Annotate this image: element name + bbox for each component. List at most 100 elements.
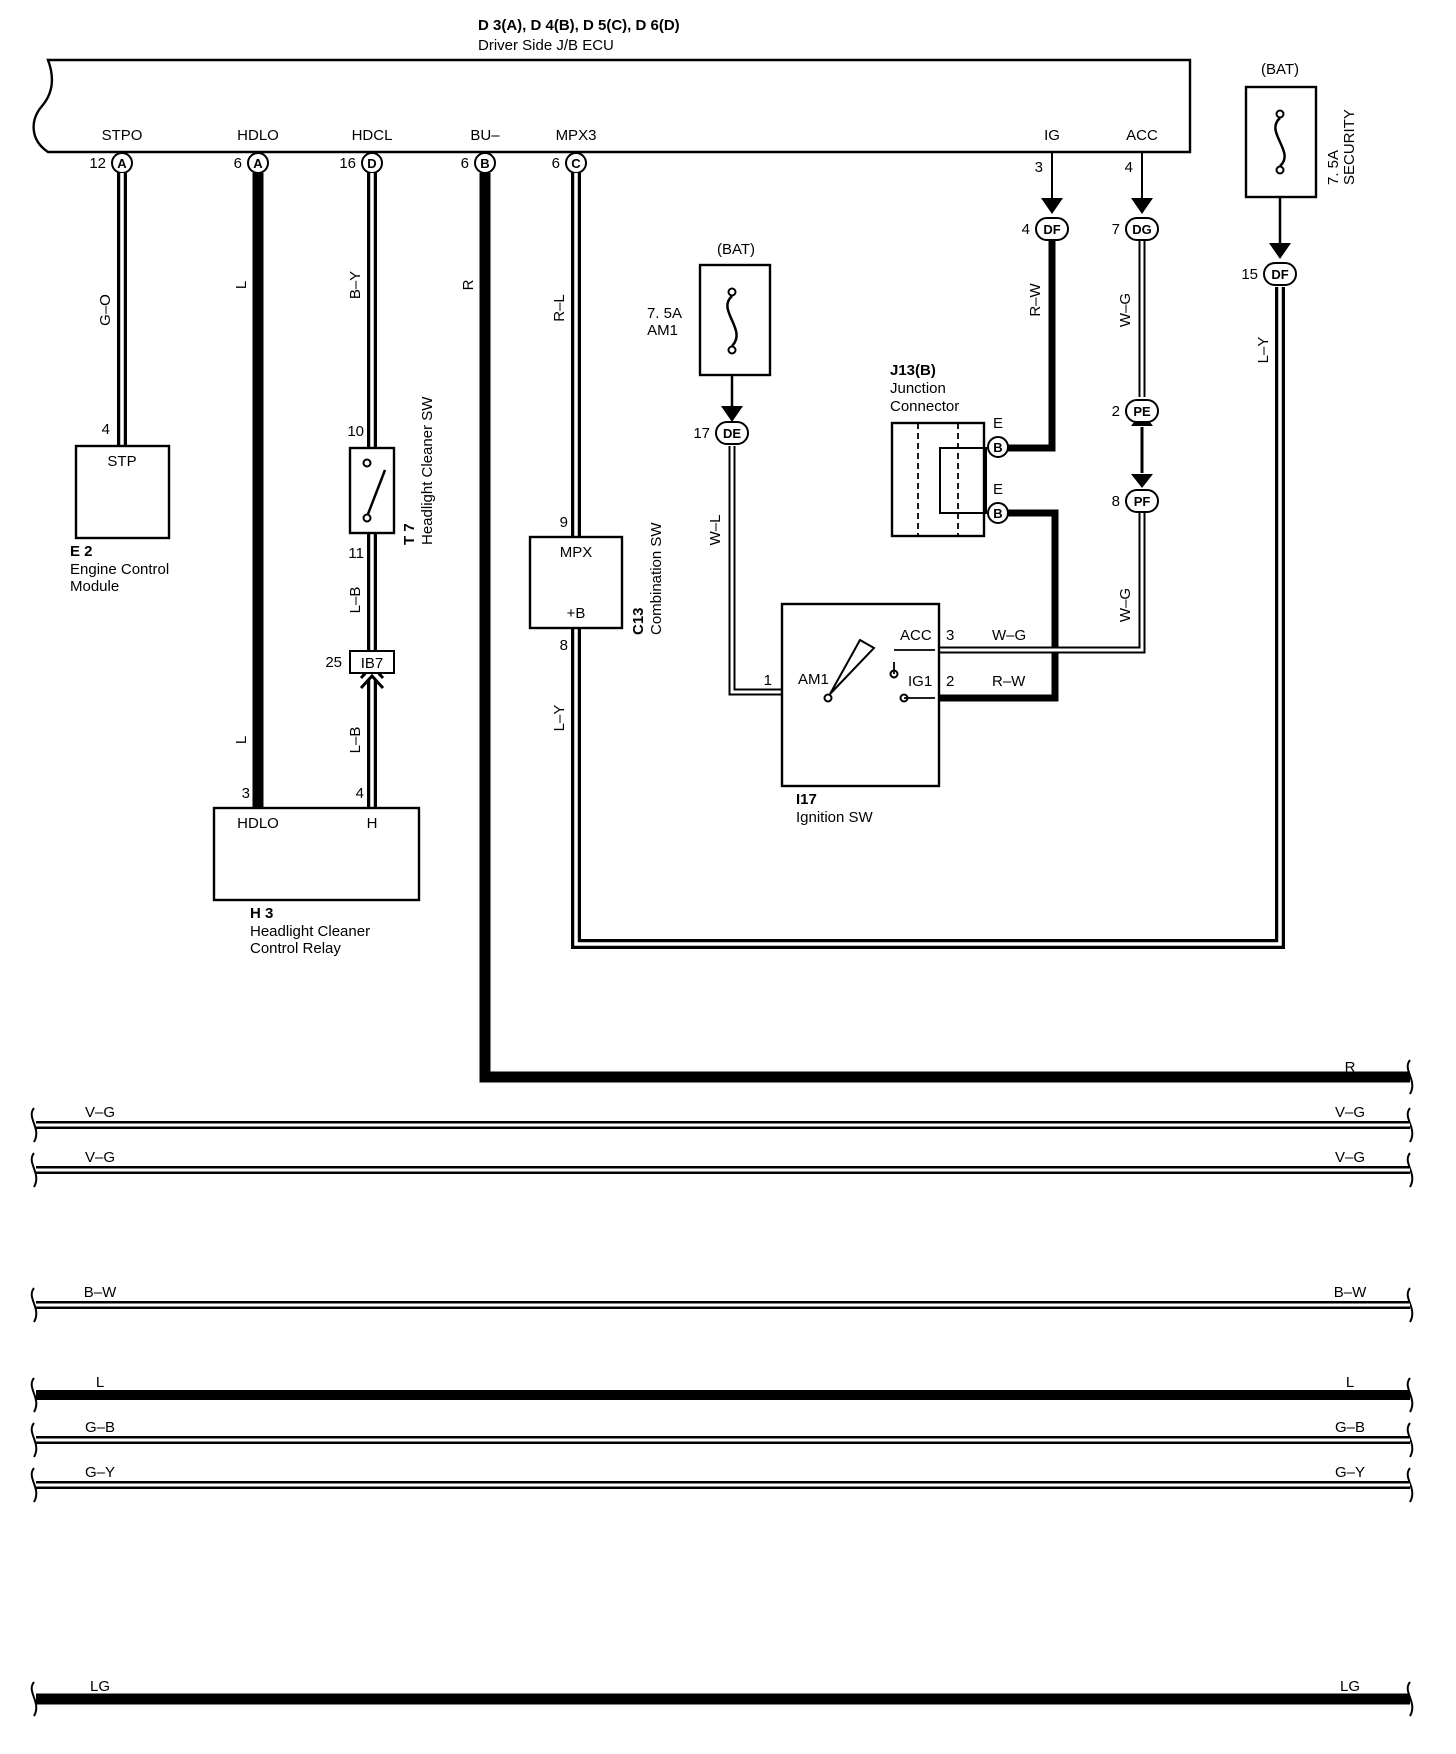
i17-pin-am1: 1	[764, 672, 772, 689]
connector-pf: PF 8	[1112, 489, 1159, 513]
h3-name-1: Headlight Cleaner	[250, 923, 370, 940]
ecu-title: D 3(A), D 4(B), D 5(C), D 6(D)	[478, 17, 680, 34]
wire-label-hdcl: B–Y	[347, 271, 364, 299]
bus-bw: B–W B–W	[30, 1284, 1414, 1323]
connector-pf-pin: 8	[1112, 493, 1120, 510]
pin-hdcl: D 16	[339, 152, 383, 174]
component-i17: AM1 ACC IG1 1 3 2 I17 Ignition SW	[764, 602, 954, 826]
fuse-am1: (BAT) 7. 5A AM1	[647, 241, 772, 377]
j13-code: J13(B)	[890, 362, 936, 379]
fuse-security-rating: 7. 5A	[1325, 150, 1342, 185]
wire-label-bu: R	[460, 279, 477, 290]
h3-terminal-2: H	[367, 815, 378, 832]
c13-pin-2: 8	[560, 637, 568, 654]
i17-code: I17	[796, 791, 817, 808]
e2-code: E 2	[70, 543, 93, 560]
bus-l-right: L	[1346, 1374, 1354, 1391]
pin-stpo-connector: A	[117, 156, 127, 171]
connector-de-label: DE	[723, 426, 741, 441]
c13-terminal-2: +B	[567, 605, 586, 622]
j13-name-2: Connector	[890, 398, 959, 415]
bus-vg-2-left: V–G	[85, 1149, 115, 1166]
wire-label-ign-ig1: R–W	[992, 673, 1026, 690]
terminal-hdlo: HDLO	[237, 127, 279, 144]
connector-df-ig-label: DF	[1043, 222, 1060, 237]
connector-ib7: IB7 25	[325, 650, 395, 674]
connector-df-sec-pin: 15	[1241, 266, 1258, 283]
pin-bu-number: 6	[461, 155, 469, 172]
bus-gb-right: G–B	[1335, 1419, 1365, 1436]
connector-pe: PE 2	[1112, 399, 1159, 423]
terminal-mpx3: MPX3	[556, 127, 597, 144]
terminal-stpo: STPO	[102, 127, 143, 144]
ecu-name: Driver Side J/B ECU	[478, 37, 614, 54]
bus-vg-1-left: V–G	[85, 1104, 115, 1121]
bus-lg: LG LG	[30, 1678, 1414, 1717]
wire-bu	[479, 173, 1410, 1083]
bus-gb: G–B G–B	[30, 1419, 1414, 1458]
i17-terminal-acc: ACC	[900, 627, 932, 644]
bus-r: R	[1345, 1059, 1414, 1095]
connector-pe-pin: 2	[1112, 403, 1120, 420]
connector-df-ig: DF 4	[1022, 217, 1069, 241]
h3-terminal-1: HDLO	[237, 815, 279, 832]
pin-bu: B 6	[461, 152, 496, 174]
wire-label-hdlo-top: L	[233, 281, 250, 289]
j13-pin-2: E	[993, 481, 1003, 498]
bus-gy-left: G–Y	[85, 1464, 115, 1481]
component-e2: STP 4 E 2 Engine Control Module	[70, 421, 171, 595]
pin-bu-connector: B	[480, 156, 489, 171]
fuse-am1-source: (BAT)	[717, 241, 755, 258]
pin-stpo-number: 12	[89, 155, 106, 172]
t7-pin-out: 11	[348, 545, 364, 562]
i17-pin-ig1: 2	[946, 673, 954, 690]
bus-vg-2-right: V–G	[1335, 1149, 1365, 1166]
pin-stpo: A 12	[89, 152, 133, 174]
connector-de-pin: 17	[693, 425, 710, 442]
c13-name: Combination SW	[648, 522, 665, 635]
terminal-hdcl: HDCL	[352, 127, 393, 144]
fuse-security-icon	[1274, 117, 1286, 167]
bus-gb-left: G–B	[85, 1419, 115, 1436]
wire-label-c13-out: L–Y	[551, 705, 568, 732]
pin-mpx3: C 6	[552, 152, 587, 174]
arrow-acc	[1131, 198, 1153, 214]
component-j13: J13(B) Junction Connector E E B B	[890, 362, 1009, 538]
connector-df-ig-pin: 4	[1022, 221, 1030, 238]
i17-terminal-ig1: IG1	[908, 673, 932, 690]
wire-label-hdlo-bottom: L	[233, 736, 250, 744]
ib7-label: IB7	[361, 655, 384, 672]
h3-code: H 3	[250, 905, 273, 922]
j13-name-1: Junction	[890, 380, 946, 397]
bus-gy: G–Y G–Y	[30, 1464, 1414, 1503]
component-h3: HDLO H 3 4 H 3 Headlight Cleaner Control…	[212, 785, 421, 957]
wire-pf-ign-acc	[935, 510, 1146, 654]
wire-ig-j13	[1005, 240, 1056, 452]
component-t7: 10 11 T 7 Headlight Cleaner SW	[347, 396, 436, 562]
wire-label-ig: R–W	[1027, 282, 1044, 316]
pin-hdlo: A 6	[234, 152, 269, 174]
bus-r-label: R	[1345, 1059, 1356, 1076]
bus-gy-right: G–Y	[1335, 1464, 1365, 1481]
arrow-ig	[1041, 198, 1063, 214]
t7-code: T 7	[401, 523, 418, 545]
wire-label-acc-bottom: W–G	[1117, 588, 1134, 622]
h3-pin-1: 3	[242, 785, 250, 802]
connector-de: DE 17	[693, 421, 749, 445]
bus-lines: R V–G V–G V–G V–G B–W B–W	[30, 1059, 1414, 1717]
pin-mpx3-connector: C	[571, 156, 581, 171]
j13-conn-2: B	[993, 506, 1002, 521]
i17-terminal-am1: AM1	[798, 671, 829, 688]
j13-conn-1: B	[993, 440, 1002, 455]
bus-l: L L	[30, 1374, 1414, 1413]
bus-vg-1: V–G V–G	[30, 1104, 1414, 1143]
fuse-am1-name: AM1	[647, 322, 678, 339]
wire-am1	[728, 446, 782, 696]
bus-lg-left: LG	[90, 1678, 110, 1695]
pin-hdlo-connector: A	[253, 156, 263, 171]
e2-pin: 4	[102, 421, 110, 438]
ignition-key-icon	[829, 638, 876, 695]
c13-pin-1: 9	[560, 514, 568, 531]
wire-label-acc-top: W–G	[1117, 293, 1134, 327]
